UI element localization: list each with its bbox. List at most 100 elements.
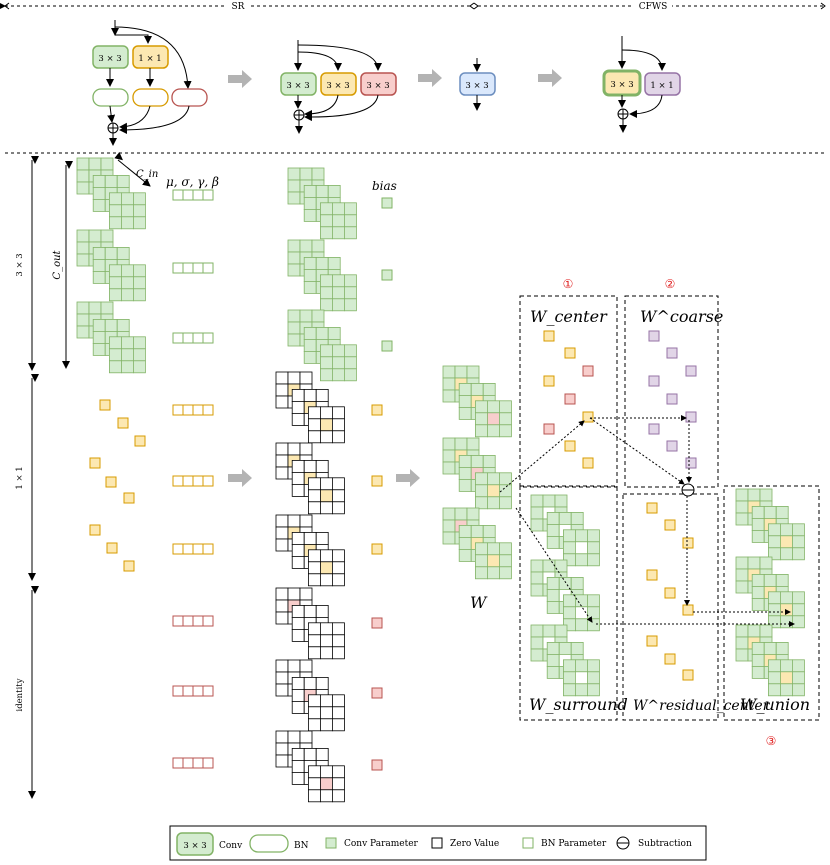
conv-weight-cell — [100, 301, 114, 315]
conv1x1-kernel — [123, 492, 135, 504]
w-cell — [486, 496, 500, 510]
w-cell — [454, 365, 468, 379]
w-union-cell — [780, 615, 793, 629]
merged-weight-cell — [331, 202, 345, 216]
w-surround-cell — [587, 618, 600, 632]
conv-weight-cell — [132, 288, 146, 302]
conv-weight-cell — [92, 198, 106, 212]
padded-1x1-cell — [319, 501, 333, 515]
w-coarse-square — [685, 365, 697, 377]
w-union-cell — [735, 580, 749, 594]
padded-1x1-cell — [287, 371, 301, 385]
padded-1x1-cell — [275, 514, 289, 528]
w-surround-cell — [563, 606, 576, 620]
conv-weight-cell — [121, 348, 134, 362]
merged-weight-cell — [287, 251, 301, 265]
w-surround-cell — [530, 559, 544, 573]
padded-identity-cell — [307, 634, 321, 648]
merged-weight-cell — [327, 184, 341, 198]
w-center-square — [582, 411, 594, 423]
w-surround-cell — [554, 624, 568, 638]
conv-weight-cell — [109, 276, 122, 290]
conv-weight-cell — [88, 157, 102, 171]
padded-identity-cell — [307, 718, 321, 732]
merged-weight-cell — [303, 338, 317, 352]
w-union-label: W_union — [740, 695, 810, 714]
w-surround-cell — [546, 666, 560, 679]
w-surround-cell — [530, 636, 544, 650]
conv-weight-cell — [132, 276, 146, 290]
merged-weight-cell — [331, 274, 345, 288]
w-coarse-square — [685, 411, 697, 423]
merged-weight-cell — [311, 309, 325, 323]
w-union-cell — [735, 648, 749, 662]
conv-weight-cell — [92, 318, 106, 332]
padded-identity-cell — [299, 730, 313, 744]
conv-weight-cell — [121, 216, 134, 230]
conv-weight-cell — [88, 229, 102, 243]
w-cell — [458, 466, 472, 480]
padded-1x1-cell — [291, 412, 305, 426]
bn-param-cell — [192, 685, 204, 697]
w-cell — [470, 454, 484, 468]
w-surround-cell — [563, 671, 576, 685]
conv1x1-kernel — [134, 435, 146, 447]
merged-weight-cell — [319, 368, 333, 382]
bias-square — [371, 687, 383, 699]
w-surround-cell — [554, 494, 568, 508]
conv-weight-cell — [121, 204, 134, 218]
bn-param-cell — [202, 262, 214, 274]
w-cell — [486, 424, 500, 438]
w-union-region — [723, 485, 820, 721]
w-union-cell — [751, 654, 765, 667]
conv-weight-cell — [76, 157, 90, 171]
merged-weight-cell — [319, 298, 333, 312]
padded-identity-cell — [331, 777, 345, 791]
w-surround-cell — [575, 529, 588, 543]
bn-param-cell — [182, 475, 194, 487]
conv-weight-cell — [76, 253, 90, 267]
w-coarse-square — [648, 375, 660, 387]
conv-weight-cell — [76, 325, 90, 339]
w-union-cell — [735, 556, 749, 570]
padded-identity-cell — [315, 677, 329, 690]
padded-1x1-cell — [319, 477, 333, 491]
conv-weight-cell — [92, 270, 106, 284]
padded-identity-cell — [275, 587, 289, 601]
conv-weight-cell — [76, 229, 90, 243]
w-center-square — [582, 457, 594, 469]
w-cell — [482, 382, 496, 396]
w-surround-region — [519, 485, 618, 721]
w-residual-square — [664, 519, 676, 531]
w-cell — [482, 454, 496, 468]
conv1x1-kernel — [105, 476, 117, 488]
legend-conv-box — [176, 832, 214, 856]
w-surround-cell — [575, 553, 588, 567]
conv-weight-cell — [109, 360, 122, 374]
w-surround-cell — [575, 659, 588, 673]
padded-identity-cell — [319, 706, 333, 720]
merged-weight-cell — [319, 274, 333, 288]
sr-block-train: 3 × 3 1 × 1 — [92, 20, 208, 146]
padded-identity-cell — [315, 748, 329, 761]
w-surround-cell — [530, 624, 544, 638]
legend-bn-param: BN Parameter — [541, 839, 607, 849]
merged-conv3-green-label: 3 × 3 — [286, 81, 309, 91]
padded-identity-cell — [287, 730, 301, 744]
conv-weight-cell — [109, 336, 122, 350]
row-label-identity: identity — [15, 678, 25, 711]
w-coarse-square — [666, 347, 678, 359]
merged-weight-cell — [319, 214, 333, 228]
w-union-cell — [792, 523, 805, 537]
w-cell — [442, 531, 456, 545]
merged-weight-cell — [303, 256, 317, 270]
padded-identity-cell — [331, 694, 345, 708]
conv-weight-cell — [92, 258, 106, 272]
conv-weight-cell — [92, 174, 106, 188]
padded-1x1-cell — [291, 459, 305, 473]
generated-elements — [76, 157, 805, 803]
w-coarse-square — [666, 440, 678, 452]
padded-identity-cell — [319, 634, 333, 648]
bn-param-cell — [172, 615, 184, 627]
legend-conv-box-label: 3 × 3 — [183, 841, 206, 851]
